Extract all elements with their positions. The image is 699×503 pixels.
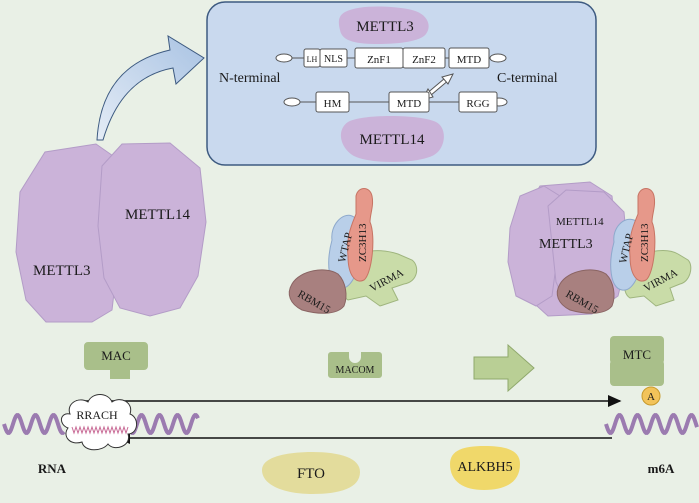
- protein-top-label: METTL3: [356, 19, 414, 35]
- protein-bottom-label: METTL14: [360, 132, 425, 148]
- mtc-zc3h13-label: ZC3H13: [639, 223, 651, 262]
- n-terminal-label: N-terminal: [219, 71, 281, 86]
- domain-panel-box: [206, 1, 597, 166]
- rrach-cloud: RRACH: [61, 394, 137, 451]
- mtc-complex: METTL3 METTL14 WTAP ZC3H13 VIRMA RBM15: [507, 181, 692, 317]
- m6a-label: m6A: [648, 461, 675, 476]
- top-terminal-right: [489, 53, 507, 63]
- svg-text:ALKBH5: ALKBH5: [457, 460, 512, 475]
- svg-text:MTD: MTD: [457, 54, 482, 66]
- rna-wave-left-2: [126, 413, 200, 435]
- domain-panel: METTL3 LH NLS ZnF1 ZnF2 MTD N-terminal C…: [206, 1, 597, 166]
- top-domain-znf1: ZnF1: [354, 47, 404, 69]
- macom-tag: MACOM: [328, 352, 382, 378]
- alkbh5-enzyme: ALKBH5: [450, 446, 520, 490]
- mtc-rbm15-shape: [556, 269, 615, 314]
- mtc-mettl3-label: METTL3: [539, 237, 593, 252]
- mettl14-blob-bottom: [340, 116, 444, 162]
- svg-text:RGG: RGG: [466, 98, 489, 110]
- m6a-badge: A: [641, 386, 661, 406]
- svg-text:MAC: MAC: [101, 348, 131, 363]
- curved-pointer-arrow: [96, 35, 205, 141]
- mac-complex: METTL3 METTL14: [15, 142, 207, 323]
- mtc-mettl14-label: METTL14: [556, 216, 604, 228]
- bottom-domain-rgg: RGG: [458, 91, 498, 113]
- svg-text:NLS: NLS: [324, 54, 343, 65]
- mtc-tag: MTC: [610, 336, 664, 386]
- rna-wave-left: [2, 413, 66, 435]
- rna-label: RNA: [38, 461, 67, 476]
- mac-mettl14-label: METTL14: [125, 207, 190, 223]
- macom-complex: WTAP ZC3H13 VIRMA RBM15: [288, 188, 418, 317]
- svg-text:MACOM: MACOM: [336, 365, 375, 376]
- progress-arrow: [473, 343, 535, 393]
- macom-zc3h13-label: ZC3H13: [357, 223, 369, 262]
- mac-mettl3-label: METTL3: [33, 263, 91, 279]
- svg-text:HM: HM: [324, 98, 342, 110]
- mac-tag: MAC: [84, 342, 148, 379]
- svg-text:ZnF2: ZnF2: [412, 54, 436, 66]
- svg-text:LH: LH: [307, 55, 318, 64]
- mtc-zc3h13-shape: [629, 188, 656, 282]
- svg-text:A: A: [647, 391, 655, 403]
- top-terminal-left: [275, 53, 293, 63]
- top-domain-znf2: ZnF2: [402, 47, 446, 69]
- fto-enzyme: FTO: [262, 452, 360, 494]
- mettl3-blob-top: [338, 6, 429, 44]
- top-domain-nls: NLS: [319, 48, 348, 68]
- c-terminal-label: C-terminal: [497, 71, 558, 86]
- top-domain-lh: LH: [303, 48, 321, 68]
- rbm15-shape: [288, 269, 347, 314]
- bottom-terminal-left: [283, 97, 301, 107]
- bottom-domain-hm: HM: [315, 91, 350, 113]
- svg-text:FTO: FTO: [297, 466, 325, 482]
- zc3h13-shape: [347, 188, 374, 282]
- rna-wave-right: [604, 413, 699, 435]
- bottom-domain-mtd: MTD: [388, 91, 430, 113]
- mettl14-blob-left: [97, 142, 207, 317]
- svg-text:MTC: MTC: [623, 347, 651, 362]
- svg-text:ZnF1: ZnF1: [367, 54, 391, 66]
- svg-text:MTD: MTD: [397, 98, 422, 110]
- svg-text:RRACH: RRACH: [76, 408, 118, 422]
- top-domain-mtd: MTD: [448, 47, 490, 69]
